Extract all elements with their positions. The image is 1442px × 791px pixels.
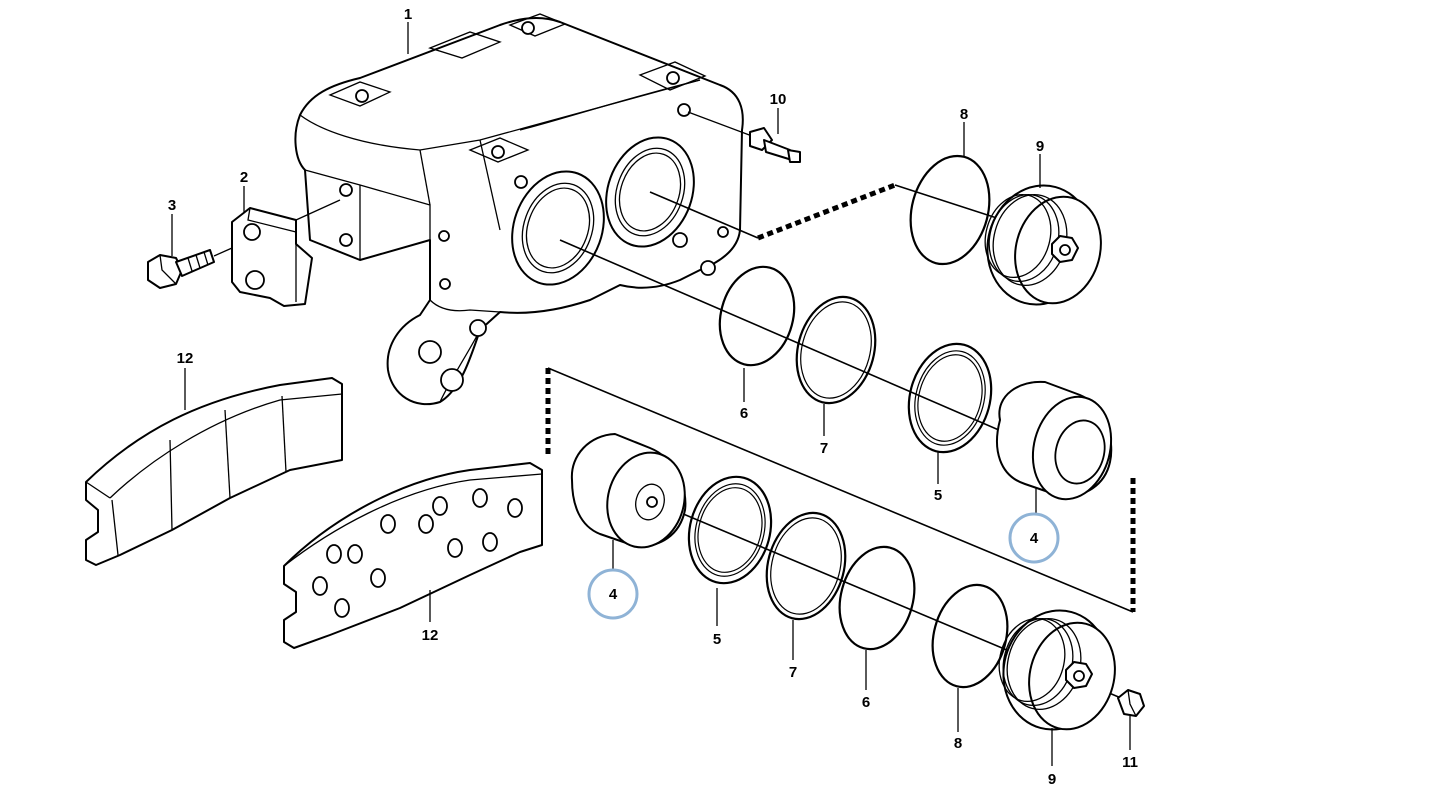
callout-4-lower: 4 — [609, 586, 618, 603]
axis-line-lower — [547, 367, 1134, 613]
caliper-housing — [294, 13, 744, 406]
highlight-circle-4-left — [587, 568, 639, 620]
o-ring-lower-6 — [838, 545, 916, 651]
callout-6-upper: 6 — [740, 405, 748, 422]
bleeder-plug-11 — [1117, 689, 1145, 717]
callout-5-lower: 5 — [713, 631, 721, 648]
callout-2: 2 — [240, 169, 248, 186]
callout-8-lower: 8 — [954, 735, 962, 752]
callout-10: 10 — [770, 91, 787, 108]
dust-boot-lower-5 — [687, 475, 773, 585]
callout-8-upper: 8 — [960, 106, 968, 123]
leader-lines — [171, 22, 1131, 766]
callout-7-upper: 7 — [820, 440, 828, 457]
callout-1: 1 — [404, 6, 412, 23]
o-ring-upper-8 — [909, 154, 991, 266]
callout-9-lower: 9 — [1048, 771, 1056, 788]
bleeder-nipple — [687, 111, 801, 163]
axis-dashed-upper — [757, 182, 896, 241]
callout-12-front: 12 — [422, 627, 439, 644]
callout-4-upper: 4 — [1030, 530, 1039, 547]
callout-9-upper: 9 — [1036, 138, 1044, 155]
axis-line-housing-to-upper-bore — [649, 191, 759, 239]
seal-lower-7 — [765, 511, 847, 621]
piston-upper-4 — [996, 380, 1113, 501]
callout-3: 3 — [168, 197, 176, 214]
o-ring-upper-6 — [718, 265, 796, 367]
callout-5-upper: 5 — [934, 487, 942, 504]
brake-pad-front-12 — [283, 462, 543, 649]
cover-cap-upper-9 — [984, 184, 1102, 306]
callout-12-rear: 12 — [177, 350, 194, 367]
callout-11: 11 — [1122, 754, 1138, 771]
cover-cap-lower-9 — [998, 609, 1116, 731]
brake-pad-rear-12 — [85, 377, 343, 566]
callout-6-lower: 6 — [862, 694, 870, 711]
mounting-bracket — [231, 207, 313, 307]
callout-7-lower: 7 — [789, 664, 797, 681]
highlight-circle-4-right — [1008, 512, 1060, 564]
o-ring-lower-8 — [931, 583, 1009, 689]
hex-bolt — [147, 247, 233, 289]
piston-lower-4 — [570, 433, 687, 549]
callout-labels: 1 2 3 10 8 9 6 7 5 4 12 4 12 5 7 6 8 9 1… — [168, 6, 1138, 788]
seal-upper-7 — [795, 295, 877, 405]
dust-boot-upper-5 — [907, 342, 993, 454]
